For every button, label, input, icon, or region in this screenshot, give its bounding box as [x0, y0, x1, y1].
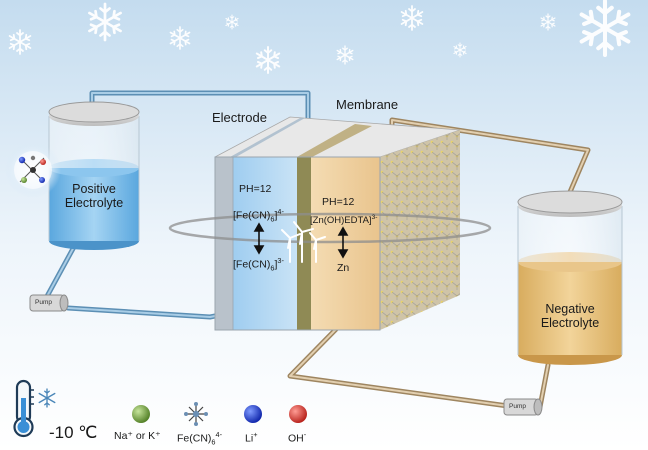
left-ph-label: PH=12 — [239, 183, 272, 195]
hydroxide-legend-label: OH- — [288, 430, 307, 445]
temperature-label: -10 ℃ — [49, 423, 98, 442]
negative-pump-label: Pump — [509, 403, 526, 410]
negative-label-line1: Negative — [545, 302, 595, 316]
right-ph-label: PH=12 — [322, 196, 355, 208]
ferrocyanide-molecule-icon — [184, 402, 208, 426]
positive-pump-label: Pump — [35, 299, 52, 306]
redox-arrows — [253, 222, 349, 259]
zinc-label: Zn — [337, 262, 350, 274]
negative-electrolyte-label: Negative Electrolyte — [518, 302, 622, 331]
sodium-potassium-sphere-icon — [132, 405, 150, 423]
ferricyanide-3-label: [Fe(CN)6]3- — [233, 256, 284, 273]
orbit-ring — [168, 212, 492, 244]
lithium-sphere-icon — [244, 405, 262, 423]
positive-pump — [29, 294, 69, 312]
positive-electrolyte-tank — [48, 101, 140, 250]
molecule-callout-icon — [5, 142, 61, 198]
thermometer-icon — [13, 379, 34, 438]
membrane-label: Membrane — [336, 97, 399, 112]
sodium-potassium-legend-label: Na⁺ or K⁺ — [114, 430, 161, 442]
lithium-legend-label: Li+ — [245, 430, 258, 445]
hydroxide-sphere-icon — [289, 405, 307, 423]
ferrocyanide-4-label: [Fe(CN)6]4- — [233, 207, 284, 224]
negative-electrolyte-tank — [517, 190, 623, 365]
positive-label-line1: Positive — [72, 182, 116, 196]
small-snowflake-icon — [38, 388, 56, 408]
ferrocyanide-legend-label: Fe(CN)64- — [177, 430, 223, 447]
wind-turbine-icons — [281, 221, 326, 263]
positive-electrolyte-label: Positive Electrolyte — [49, 182, 139, 211]
electrode-label: Electrode — [212, 110, 267, 125]
flow-cell — [214, 116, 461, 331]
positive-label-line2: Electrolyte — [64, 196, 124, 211]
negative-label-line2: Electrolyte — [540, 316, 600, 331]
zincate-complex-label: [Zn(OH)EDTA]3- — [310, 214, 378, 227]
negative-pump — [503, 398, 543, 416]
